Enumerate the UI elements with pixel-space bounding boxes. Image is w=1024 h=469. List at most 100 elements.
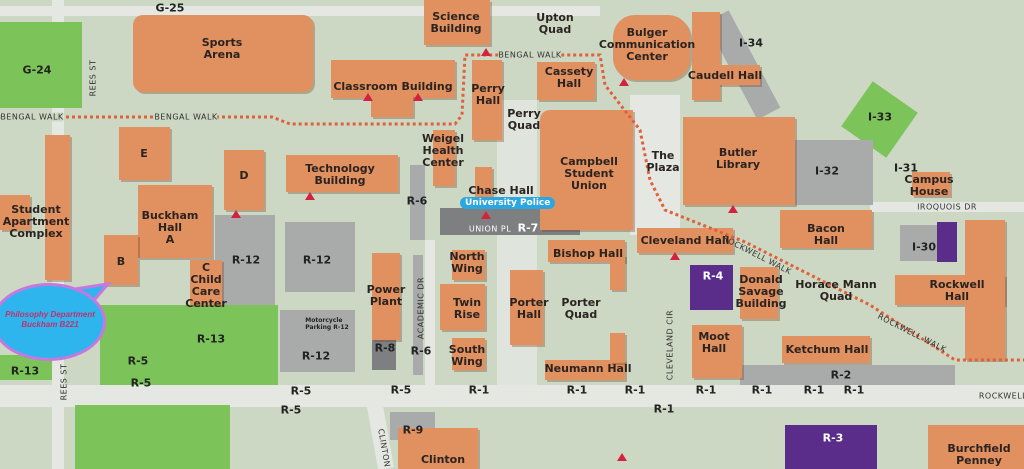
building-power-plant[interactable]: [372, 253, 400, 340]
lot-r5d: R-5: [280, 403, 302, 417]
building-rockwell-wing[interactable]: [965, 220, 1005, 360]
building-chase[interactable]: [475, 167, 492, 197]
label-weigel: Weigel Health Center: [421, 132, 465, 169]
lot-i32: I-32: [815, 164, 839, 178]
label-twin-rise: Twin Rise: [452, 296, 482, 321]
label-clinton: Clinton: [420, 453, 466, 466]
building-neumann-wing[interactable]: [610, 333, 625, 363]
building-bishop-wing[interactable]: [610, 255, 625, 290]
building-student-apartment[interactable]: [45, 135, 70, 280]
entrance-marker: [363, 93, 373, 101]
lot-r1d: R-1: [695, 383, 717, 397]
lot-i34: I-34: [739, 36, 763, 50]
building-caudell-wing[interactable]: [718, 65, 760, 85]
label-chase: Chase Hall: [468, 184, 534, 197]
label-cleveland: Cleveland Hall: [640, 234, 730, 247]
lot-r2: R-2: [830, 368, 852, 382]
lot-r1f: R-1: [803, 383, 825, 397]
building-science[interactable]: [424, 0, 490, 45]
building-cleveland[interactable]: [637, 228, 733, 253]
building-weigel[interactable]: [433, 130, 455, 186]
building-campus-house[interactable]: [912, 172, 950, 196]
lot-r1a: R-1: [468, 383, 490, 397]
building-twin-rise[interactable]: [440, 284, 485, 330]
lot-i30-accessible: [937, 222, 957, 262]
building-bulger[interactable]: [613, 15, 690, 80]
lot-i32-area: [795, 140, 873, 205]
building-neumann[interactable]: [545, 360, 625, 380]
label-power-plant: Power Plant: [366, 283, 406, 308]
building-classroom-wing[interactable]: [371, 95, 413, 117]
building-buckham[interactable]: [138, 185, 212, 258]
label-north-wing: North Wing: [449, 250, 485, 275]
label-perry-quad: Perry Quad: [507, 107, 541, 132]
label-butler: Butler Library: [715, 146, 761, 171]
label-cassety: Cassety Hall: [544, 65, 594, 90]
lot-r1g: R-1: [843, 383, 865, 397]
building-donald-savage[interactable]: [740, 267, 778, 319]
label-e: E: [140, 147, 148, 160]
building-butler[interactable]: [683, 117, 795, 205]
lot-r6b-area: [413, 255, 423, 375]
label-rockwell: Rockwell Hall: [929, 278, 985, 303]
iroquois-road: [870, 202, 1024, 212]
label-technology: Technology Building: [305, 162, 375, 187]
lot-r12b: R-12: [302, 253, 332, 267]
lot-r4-area: [690, 265, 733, 310]
lot-r12c: R-12: [301, 349, 331, 363]
lot-r1e: R-1: [751, 383, 773, 397]
field-g24: [0, 22, 82, 108]
entrance-marker: [481, 211, 491, 219]
lot-r1h: R-1: [653, 402, 675, 416]
entrance-marker: [413, 93, 423, 101]
lot-r13b: R-13: [10, 364, 40, 378]
building-e[interactable]: [119, 127, 170, 180]
lot-i31: I-31: [894, 161, 918, 175]
building-north-wing[interactable]: [452, 250, 485, 280]
building-clinton[interactable]: [398, 428, 478, 469]
lot-r2-area: [740, 365, 955, 385]
university-police-label[interactable]: University Police: [460, 197, 556, 209]
label-porter-hall: Porter Hall: [509, 296, 549, 321]
entrance-marker: [619, 78, 629, 86]
bengal-walk-path: [0, 53, 1024, 362]
building-moot[interactable]: [692, 325, 742, 378]
label-child-care: C Child Care Center: [185, 261, 227, 310]
building-campbell[interactable]: [540, 110, 633, 230]
lot-r1b: R-1: [566, 383, 588, 397]
lot-r5e: R-5: [390, 383, 412, 397]
building-b[interactable]: [104, 235, 138, 285]
building-technology[interactable]: [286, 155, 398, 192]
philosophy-callout-text: Philosophy Department Buckham B221: [5, 310, 95, 329]
building-caudell[interactable]: [692, 12, 720, 100]
building-south-wing[interactable]: [452, 338, 485, 370]
academic-dr-road: [425, 240, 435, 390]
street-iroquois: IROQUOIS DR: [917, 202, 977, 212]
label-caudell: Caudell Hall: [687, 69, 763, 82]
building-student-apartment-west[interactable]: [0, 195, 30, 230]
building-porter-hall[interactable]: [510, 270, 543, 345]
building-bacon[interactable]: [780, 210, 872, 248]
entrance-marker: [305, 192, 315, 200]
building-classroom[interactable]: [331, 60, 455, 98]
building-cassety[interactable]: [537, 62, 595, 100]
building-child-care[interactable]: [190, 260, 222, 305]
lot-r12a: R-12: [231, 253, 261, 267]
building-ketchum[interactable]: [782, 336, 870, 363]
lot-r6-area: [410, 165, 425, 240]
building-perry-hall[interactable]: [472, 60, 502, 140]
label-buckham: Buckham Hall A: [141, 209, 199, 246]
lot-r6b: R-6: [410, 344, 432, 358]
lot-r3: R-3: [822, 431, 844, 445]
building-bishop[interactable]: [548, 240, 625, 262]
lot-r5a: R-5: [127, 354, 149, 368]
top-road: [0, 6, 600, 16]
lot-r3-area: [785, 425, 877, 469]
building-sports-arena[interactable]: [133, 15, 313, 92]
building-d[interactable]: [224, 150, 264, 210]
street-bengal-walk-3: BENGAL WALK: [498, 50, 562, 60]
building-burchfield[interactable]: [928, 425, 1024, 469]
entrance-marker: [481, 48, 491, 56]
